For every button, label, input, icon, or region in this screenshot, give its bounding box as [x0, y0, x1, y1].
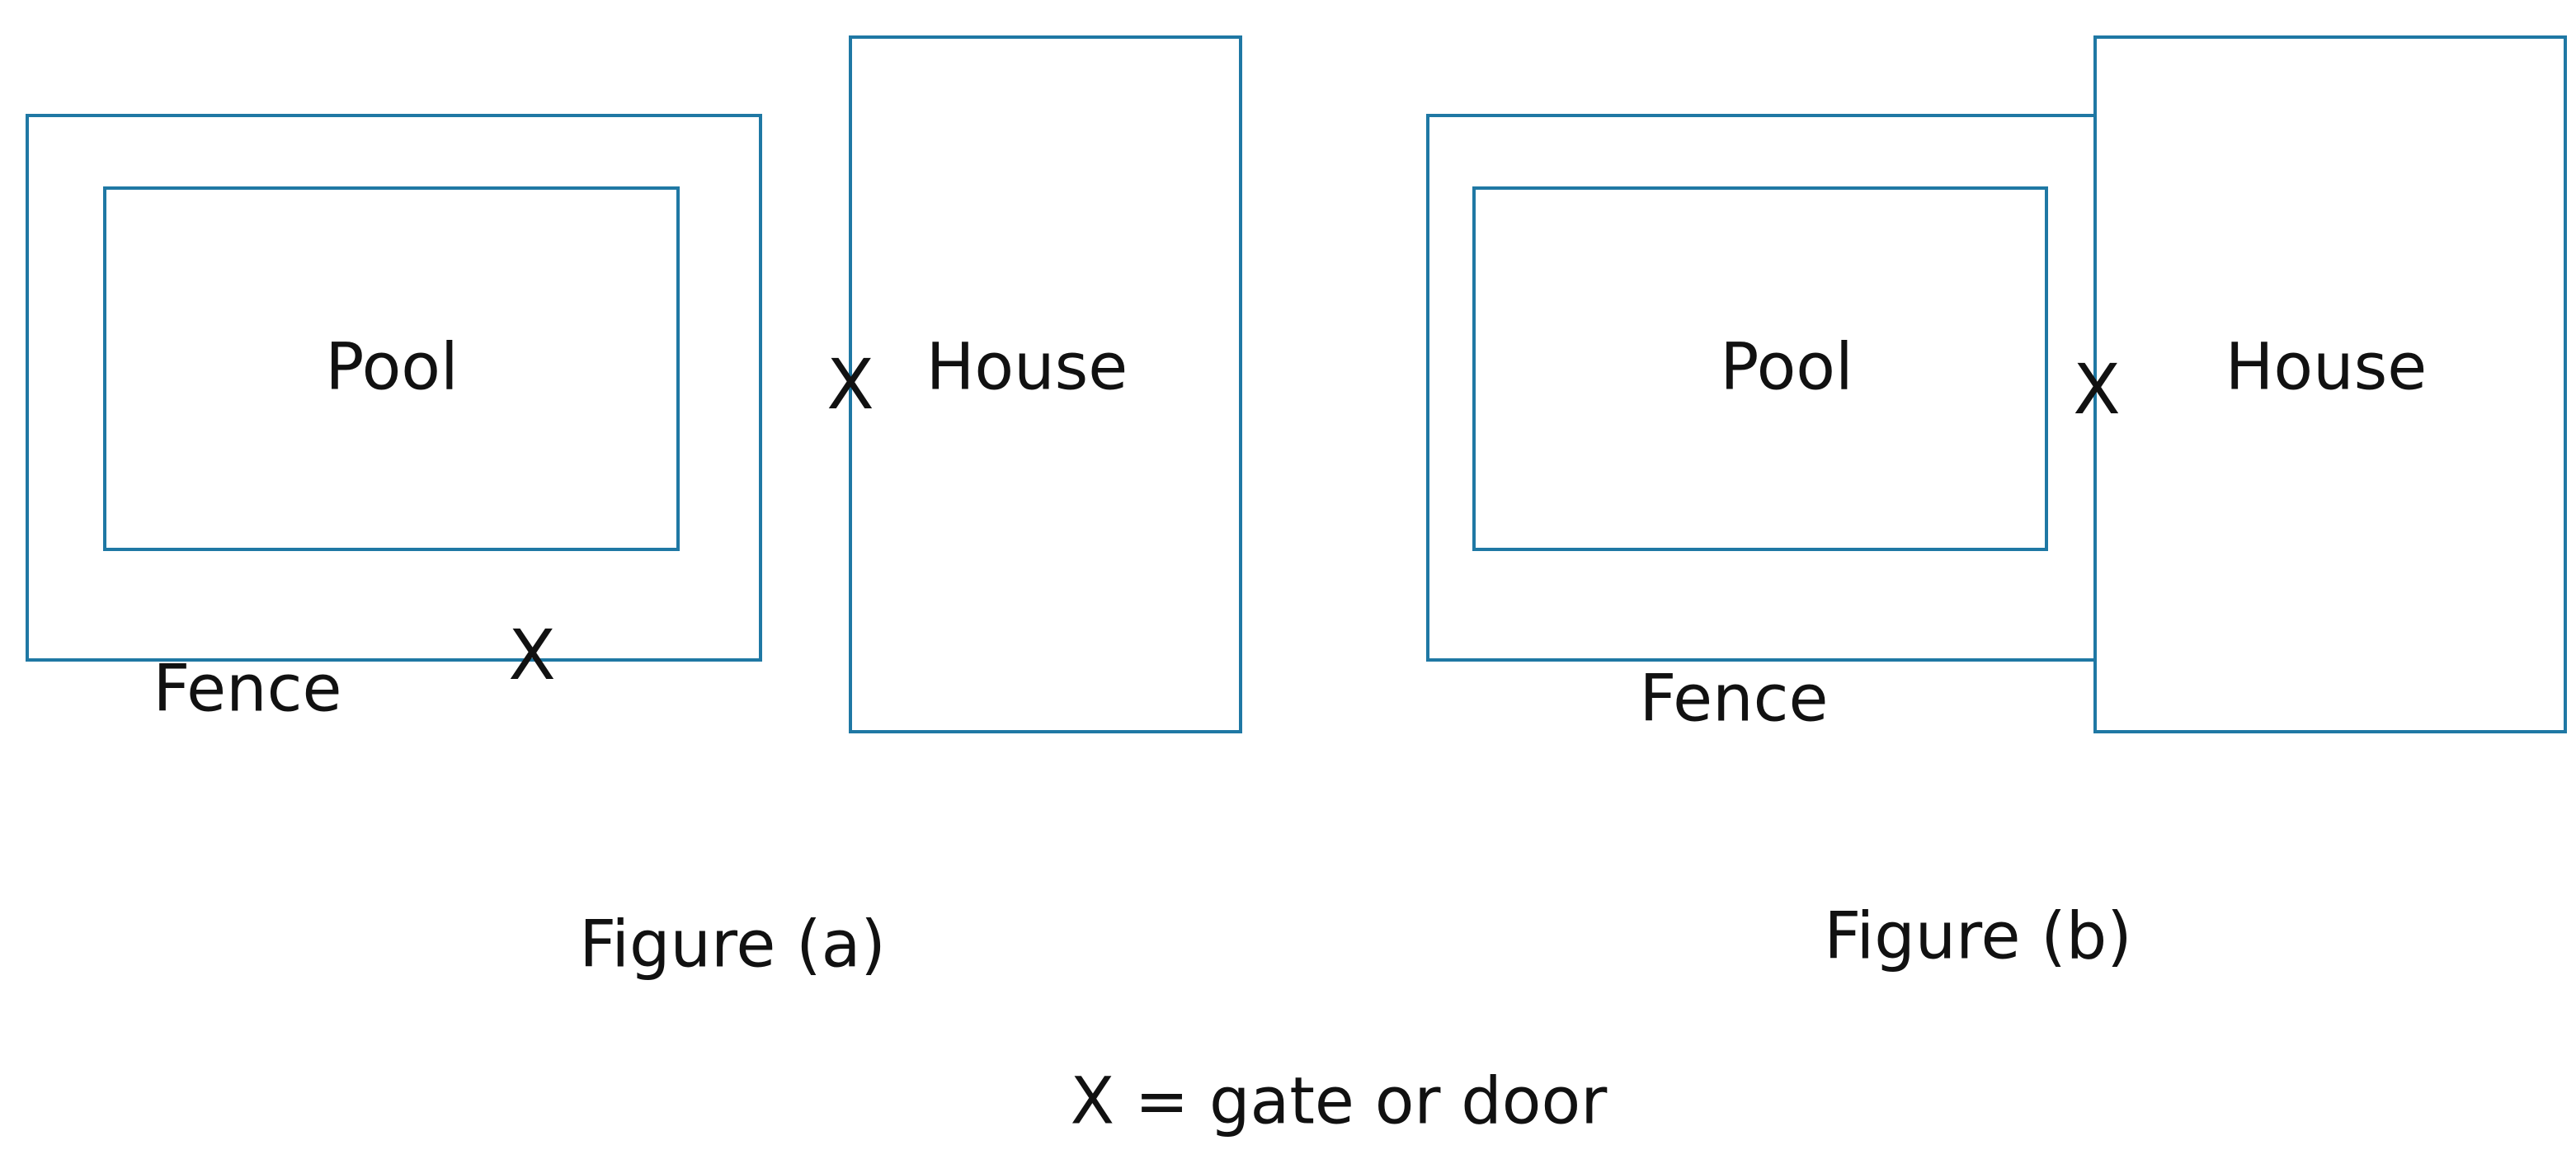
figure-b: Pool House Fence X Figure (b): [1426, 35, 2567, 973]
figure-b-pool-label: Pool: [1720, 330, 1853, 404]
figure-a-door-mark: X: [826, 344, 874, 425]
figure-a-pool-label: Pool: [325, 330, 458, 404]
figure-a-fence-label: Fence: [153, 652, 342, 726]
figure-a: Pool House Fence X X Figure (a): [26, 35, 1242, 982]
figure-a-house-label: House: [926, 330, 1128, 404]
figure-b-caption: Figure (b): [1824, 899, 2131, 973]
figure-a-pool: [103, 186, 680, 551]
figure-b-fence-label: Fence: [1640, 662, 1829, 736]
figure-b-door-mark: X: [2073, 349, 2121, 430]
figure-a-gate-mark: X: [508, 615, 556, 695]
figure-a-fence: [26, 114, 762, 662]
figure-b-house-label: House: [2225, 330, 2427, 404]
figure-a-caption: Figure (a): [579, 907, 886, 982]
legend-text: X = gate or door: [1071, 1064, 1608, 1138]
figure-b-house: [2093, 35, 2567, 733]
figure-b-pool: [1472, 186, 2048, 551]
figure-a-house: [849, 35, 1242, 733]
